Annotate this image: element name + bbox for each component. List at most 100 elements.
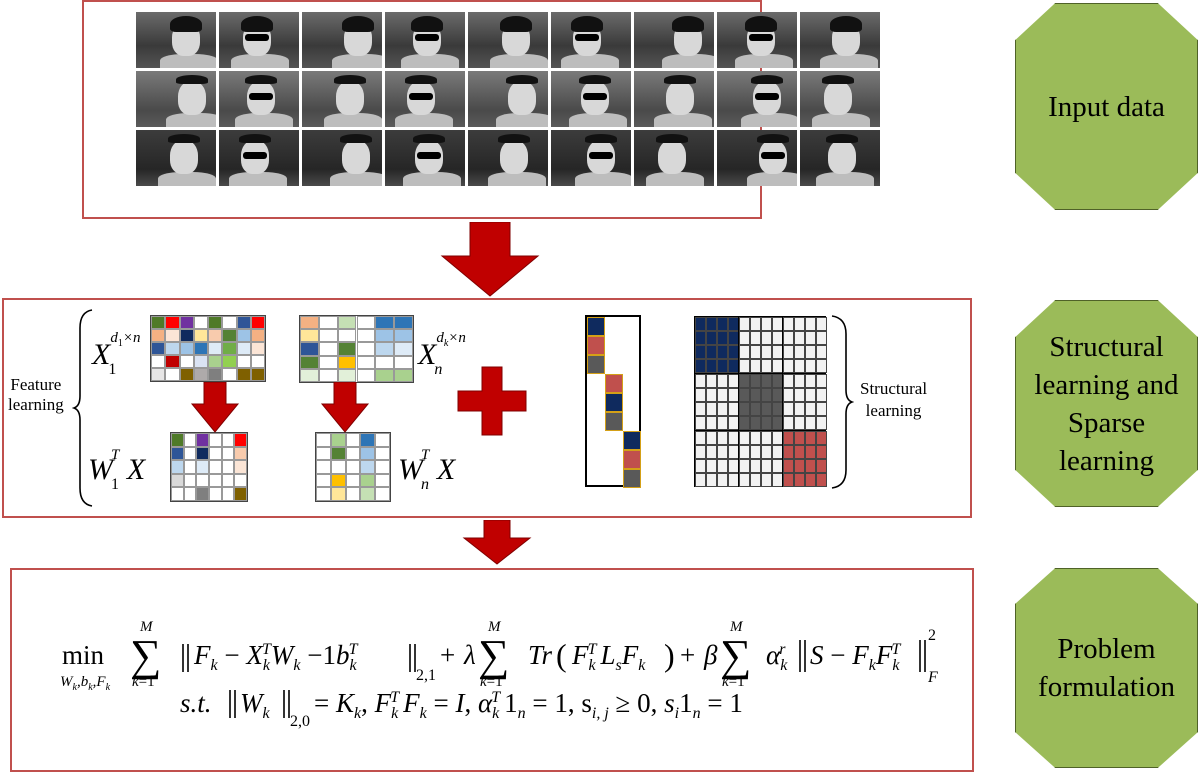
stage-input-label: Input data: [1048, 90, 1165, 123]
structural-cell: [783, 459, 794, 473]
face-thumbnail: [634, 12, 714, 68]
structural-cell: [816, 331, 827, 345]
face-thumbnail: [219, 130, 299, 186]
stage-structural-line3: Sparse: [1067, 406, 1146, 439]
matrix-cell: [183, 446, 197, 461]
structural-cell: [794, 459, 805, 473]
matrix-cell: [208, 342, 223, 355]
structural-cell: [794, 374, 805, 388]
svg-text:S − FkFkT: S − FkFkT: [810, 640, 901, 674]
structural-cell: [761, 473, 772, 487]
structural-cell: [706, 359, 717, 373]
matrix-cell: [375, 316, 395, 330]
matrix-cell: [165, 316, 180, 329]
stage-structural-line1: Structural: [1049, 330, 1164, 363]
matrix-cell: [179, 355, 194, 368]
structural-cell: [739, 445, 750, 459]
structural-cell: [761, 359, 772, 373]
matrix-cell: [236, 329, 251, 342]
matrix-cell: [316, 473, 331, 488]
structural-cell: [717, 317, 728, 331]
structural-cell: [706, 459, 717, 473]
structural-cell: [805, 374, 816, 388]
structural-cell: [794, 402, 805, 416]
structural-cell: [761, 445, 772, 459]
structural-cell: [761, 345, 772, 359]
structural-cell: [794, 416, 805, 430]
face-thumbnail: [717, 71, 797, 127]
svg-text:Tr: Tr: [528, 640, 553, 670]
matrix-cell: [179, 342, 194, 355]
structural-cell: [794, 431, 805, 445]
matrix-cell: [196, 433, 209, 447]
matrix-cell: [183, 433, 197, 447]
stage-problem-line1: Problem: [1057, 633, 1156, 665]
matrix-cell: [165, 368, 180, 381]
svg-text:2: 2: [928, 627, 936, 644]
matrix-cell: [222, 368, 237, 381]
matrix-cell: [171, 487, 184, 501]
structural-block: [782, 316, 827, 373]
matrix-cell: [234, 473, 247, 488]
structural-cell: [761, 402, 772, 416]
matrix-cell: [318, 316, 338, 330]
matrix-cell: [360, 487, 376, 501]
structural-block: [738, 430, 783, 487]
matrix-cell: [360, 473, 376, 488]
diagonal-block-cell: [587, 336, 605, 355]
matrix-cell: [318, 342, 338, 356]
svg-text:2,0: 2,0: [290, 713, 310, 730]
matrix-cell: [394, 342, 413, 356]
svg-text:∑: ∑: [478, 631, 509, 680]
structural-cell: [706, 374, 717, 388]
matrix-cell: [234, 487, 247, 501]
structural-learning-line1: Structural: [860, 379, 928, 398]
svg-text:(: (: [556, 637, 567, 673]
diagonal-block-cell: [587, 355, 605, 374]
structural-cell: [739, 331, 750, 345]
matrix-cell: [151, 316, 166, 329]
structural-cell: [739, 459, 750, 473]
structural-block: [782, 430, 827, 487]
matrix-cell: [375, 355, 395, 369]
matrix-cell: [171, 460, 184, 474]
svg-text:): ): [664, 637, 675, 673]
matrix-cell: [345, 460, 361, 474]
matrix-cell: [337, 329, 357, 343]
structural-cell: [783, 445, 794, 459]
stage-problem-formulation: Problem formulation: [1015, 568, 1198, 768]
structural-cell: [794, 331, 805, 345]
matrix-cell: [356, 355, 376, 369]
svg-text:Fk − XkTWk −1bkT: Fk − XkTWk −1bkT: [193, 640, 359, 674]
structural-cell: [783, 374, 794, 388]
matrix-cell: [151, 368, 166, 381]
structural-block: [694, 430, 739, 487]
matrix-cell: [356, 329, 376, 343]
small-arrow-left: [190, 382, 240, 433]
matrix-cell: [394, 355, 413, 369]
structural-cell: [717, 374, 728, 388]
face-thumbnail: [302, 130, 382, 186]
structural-cell: [717, 473, 728, 487]
face-thumbnail: [551, 71, 631, 127]
block-diagonal-matrix: [585, 315, 641, 488]
matrix-cell: [250, 316, 265, 329]
structural-block: [694, 316, 739, 373]
matrix-cell: [316, 487, 331, 501]
matrix-cell: [234, 460, 247, 474]
stage-problem-line2: formulation: [1038, 671, 1175, 703]
structural-cell: [695, 459, 706, 473]
matrix-cell: [300, 329, 319, 343]
structural-cell: [750, 416, 761, 430]
face-thumbnail: [136, 71, 216, 127]
matrix-cell: [193, 342, 208, 355]
face-thumbnail: [634, 71, 714, 127]
diagonal-block-cell: [623, 431, 641, 450]
face-thumbnail: [136, 130, 216, 186]
stage-input-data: Input data: [1015, 3, 1198, 210]
structural-cell: [805, 359, 816, 373]
svg-text:∑: ∑: [720, 631, 751, 680]
structural-cell: [739, 402, 750, 416]
structural-cell: [717, 402, 728, 416]
